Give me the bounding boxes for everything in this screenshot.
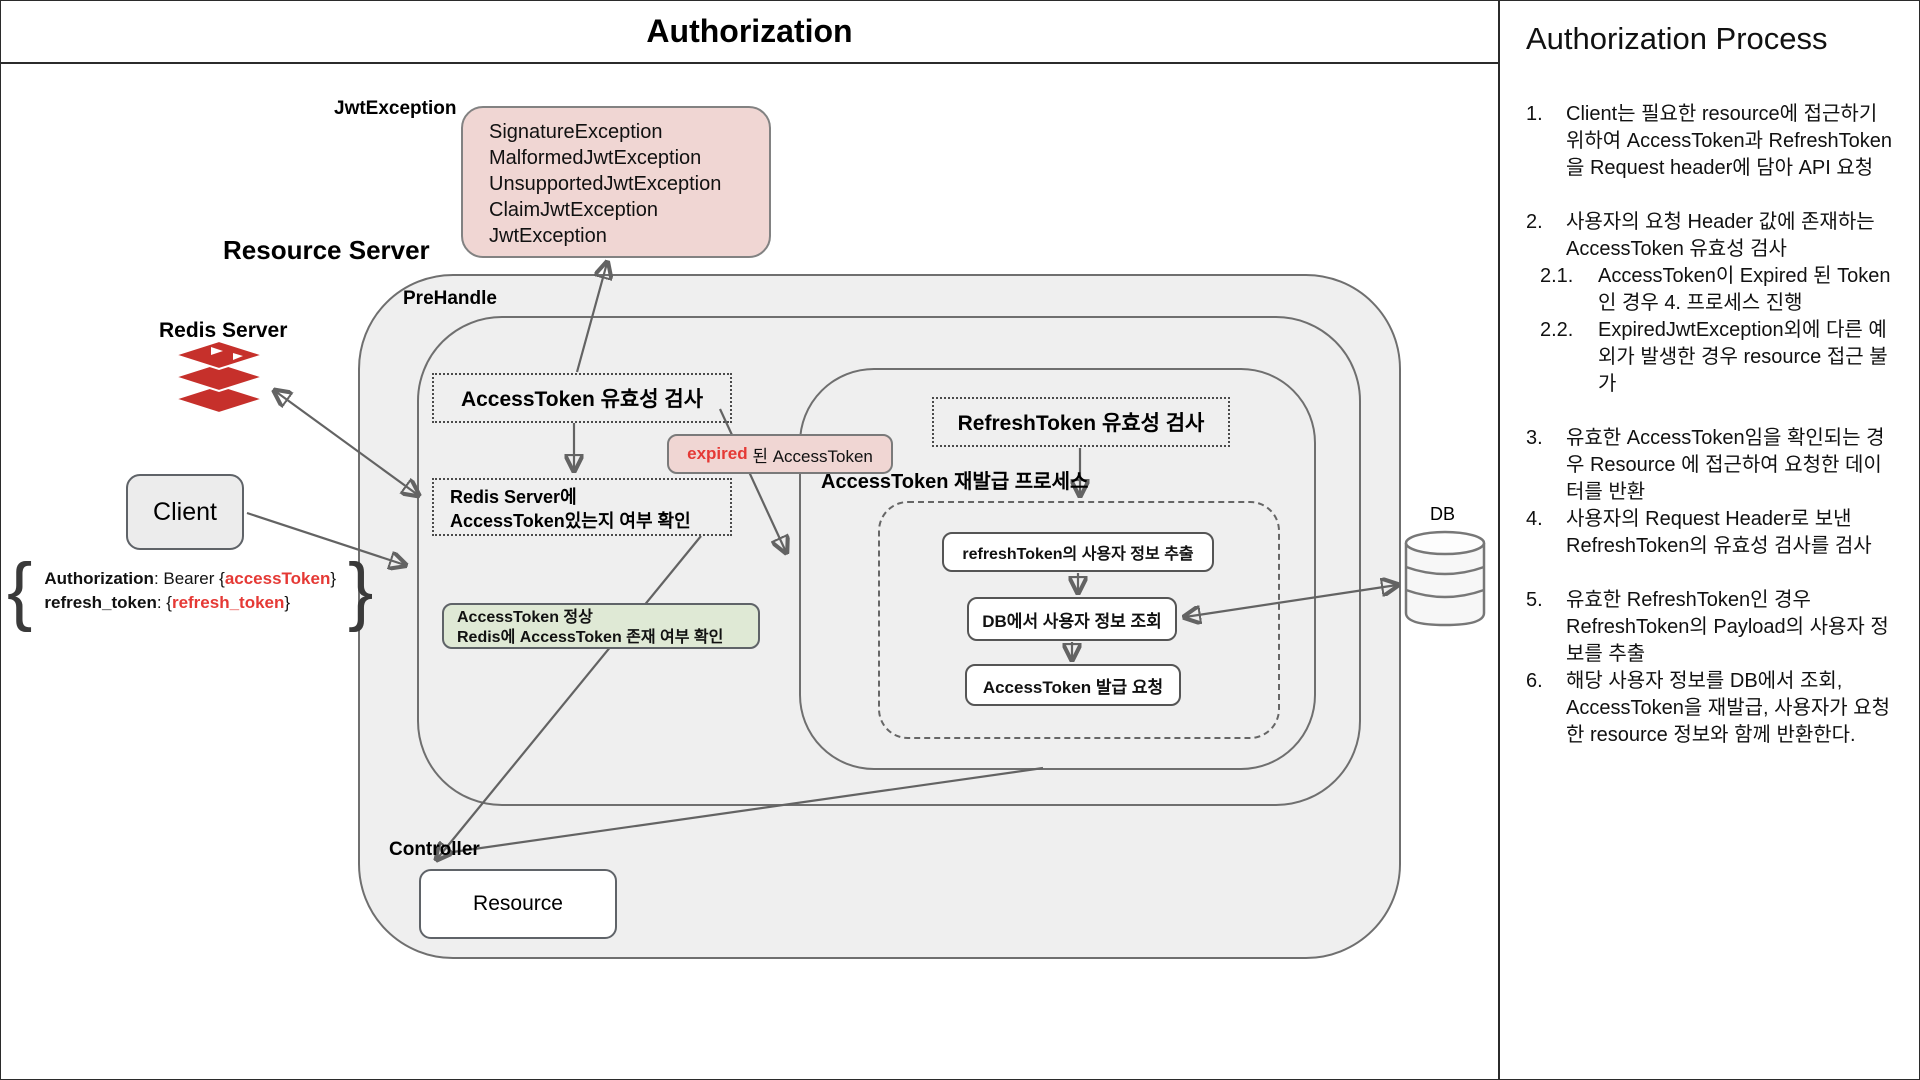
process-item-1: 1. Client는 필요한 resource에 접근하기 위하여 Access… — [1526, 103, 1892, 179]
redis-logo-icon — [171, 341, 267, 415]
step-issue-accesstoken: AccessToken 발급 요청 — [965, 664, 1181, 706]
expired-rest: 된 AccessToken — [747, 446, 873, 466]
diagram-area: Authorization Resource Serve — [1, 1, 1498, 1079]
resource-node: Resource — [419, 869, 617, 939]
process-item-2-1: 2.1. AccessToken이 Expired 된 Token인 경우 4.… — [1540, 265, 1891, 314]
exception-item: SignatureException — [489, 121, 663, 143]
exception-item: MalformedJwtException — [489, 147, 702, 169]
panel-title: Authorization Process — [1526, 21, 1828, 56]
process-item-3: 3. 유효한 AccessToken임을 확인되는 경우 Resource 에 … — [1526, 427, 1885, 503]
reissue-process-label: AccessToken 재발급 프로세스 — [821, 471, 1089, 493]
authorization-process-panel: Authorization Process 1. Client는 필요한 res… — [1498, 1, 1919, 1079]
exception-item: ClaimJwtException — [489, 199, 658, 221]
process-item-4: 4. 사용자의 Request Header로 보낸 RefreshToken의… — [1526, 508, 1872, 557]
accesstoken-ok-line1: AccessToken 정상 — [457, 609, 593, 626]
expired-token-badge: expired 된 AccessToken — [667, 434, 893, 474]
right-brace: } — [348, 548, 374, 633]
db-cylinder-icon — [1404, 530, 1486, 627]
page-title: Authorization — [646, 13, 853, 49]
client-node: Client — [126, 474, 244, 550]
redis-server-label: Redis Server — [159, 319, 288, 342]
process-item-5: 5. 유효한 RefreshToken인 경우 RefreshToken의 Pa… — [1526, 589, 1889, 665]
accesstoken-validate-step: AccessToken 유효성 검사 — [432, 373, 732, 423]
redis-check-step: Redis Server에 AccessToken있는지 여부 확인 — [432, 478, 732, 536]
redis-check-line2: AccessToken있는지 여부 확인 — [450, 511, 691, 531]
accesstoken-validate-label: AccessToken 유효성 검사 — [460, 388, 704, 411]
step-extract-user-info-label: refreshToken의 사용자 정보 추출 — [962, 546, 1194, 563]
process-item-2-2: 2.2. ExpiredJwtException외에 다른 예외가 발생한 경우… — [1540, 319, 1888, 395]
resource-server-label: Resource Server — [223, 235, 430, 265]
authorization-header-line: Authorization: Bearer {accessToken} — [44, 569, 337, 588]
step-db-lookup: DB에서 사용자 정보 조회 — [967, 597, 1177, 641]
process-item-2: 2. 사용자의 요청 Header 값에 존재하는 AccessToken 유효… — [1526, 211, 1875, 260]
resource-label: Resource — [473, 892, 563, 915]
refreshtoken-validate-label: RefreshToken 유효성 검사 — [957, 412, 1205, 435]
redis-check-line1: Redis Server에 — [450, 487, 577, 507]
client-label: Client — [153, 497, 217, 526]
jwt-exception-label: JwtException — [334, 98, 457, 119]
jwt-exception-list-box: SignatureException MalformedJwtException… — [461, 106, 771, 258]
db-label: DB — [1430, 504, 1456, 524]
request-header-lines: Authorization: Bearer {accessToken} refr… — [32, 567, 348, 615]
prehandle-label: PreHandle — [403, 288, 497, 309]
refresh-token-header-line: refresh_token: {refresh_token} — [44, 593, 291, 612]
expired-highlight: expired — [687, 444, 748, 463]
accesstoken-ok-note: AccessToken 정상 Redis에 AccessToken 존재 여부 … — [442, 603, 760, 649]
accesstoken-ok-line2: Redis에 AccessToken 존재 여부 확인 — [457, 629, 724, 646]
process-item-6: 6. 해당 사용자 정보를 DB에서 조회, AccessToken을 재발급,… — [1526, 670, 1891, 746]
step-extract-user-info: refreshToken의 사용자 정보 추출 — [942, 532, 1214, 572]
exception-item: JwtException — [489, 225, 607, 247]
exception-item: UnsupportedJwtException — [489, 173, 722, 195]
step-db-lookup-label: DB에서 사용자 정보 조회 — [982, 611, 1162, 631]
left-brace: { — [7, 548, 33, 633]
step-issue-accesstoken-label: AccessToken 발급 요청 — [982, 677, 1164, 697]
controller-label: Controller — [389, 839, 480, 860]
request-header-annotation: { Authorization: Bearer {accessToken} re… — [7, 553, 373, 629]
refreshtoken-validate-step: RefreshToken 유효성 검사 — [932, 397, 1230, 447]
title-bar: Authorization — [1, 1, 1498, 64]
